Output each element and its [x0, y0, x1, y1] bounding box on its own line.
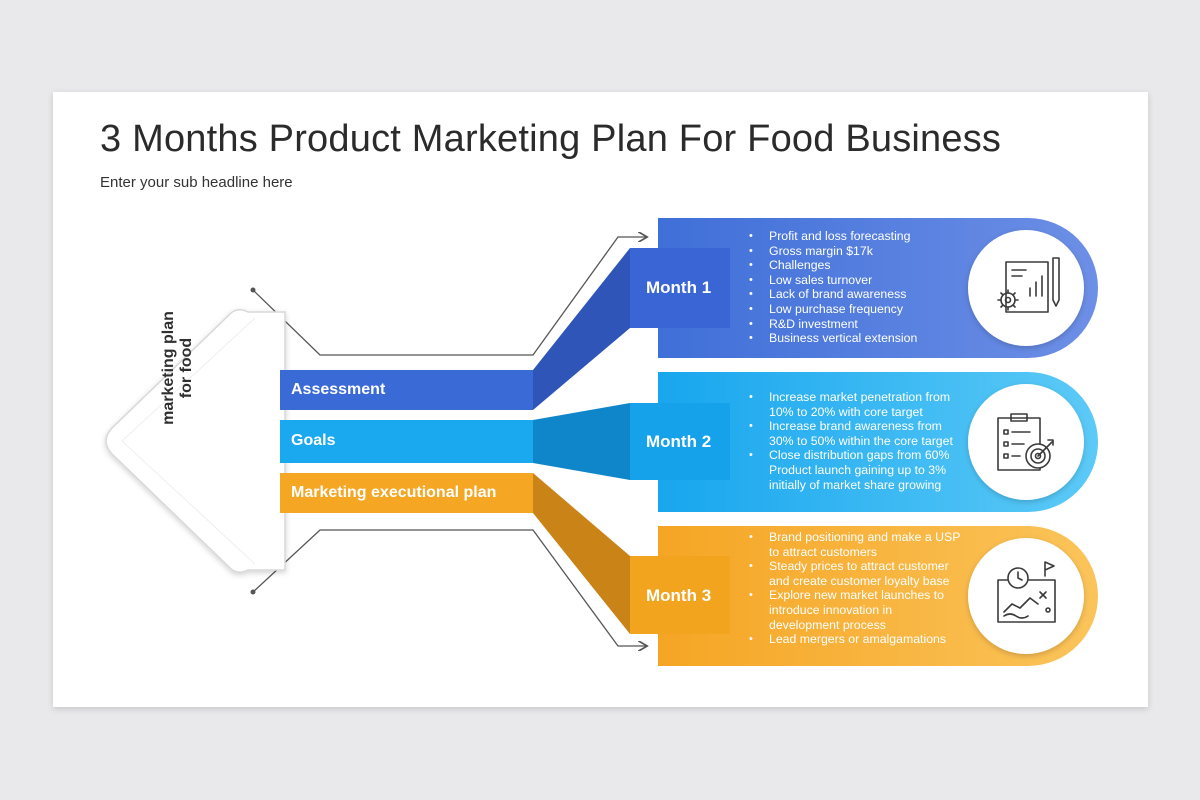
strategy-map-clock-icon — [997, 561, 1056, 623]
list-item: Brand positioning and make a USP to attr… — [749, 530, 961, 559]
list-item: Challenges — [749, 258, 969, 273]
list-item: Profit and loss forecasting — [749, 229, 969, 244]
month-3-icon-circle — [968, 538, 1084, 654]
month-1-label: Month 1 — [646, 278, 712, 297]
band-goals — [280, 420, 533, 463]
center-label-line-1: marketing plan — [160, 311, 177, 425]
financial-report-gear-icon — [997, 257, 1060, 313]
band-executional — [280, 473, 533, 513]
slide-title: 3 Months Product Marketing Plan For Food… — [100, 118, 1002, 160]
month-1-bullet-list: Profit and loss forecasting Gross margin… — [749, 229, 969, 346]
list-item: Steady prices to attract customer and cr… — [749, 559, 961, 588]
list-item: Lack of brand awareness — [749, 287, 969, 302]
connector-dot-bottom — [250, 589, 256, 595]
funnel-month-3 — [533, 473, 630, 634]
list-item: Low sales turnover — [749, 273, 969, 288]
center-diamond — [105, 309, 286, 573]
list-item: Increase brand awareness from 30% to 50%… — [749, 419, 965, 448]
funnel-month-1 — [533, 248, 630, 410]
month-3-tab — [630, 556, 730, 634]
list-item: Business vertical extension — [749, 331, 969, 346]
slide-subtitle: Enter your sub headline here — [100, 174, 293, 191]
month-2-label: Month 2 — [646, 432, 712, 451]
connector-dot-top — [250, 287, 256, 293]
band-label-assessment: Assessment — [291, 381, 386, 398]
list-item: R&D investment — [749, 317, 969, 332]
band-assessment — [280, 370, 533, 410]
list-item: Close distribution gaps from 60% Product… — [749, 448, 965, 492]
center-diamond-inner — [121, 317, 256, 565]
month-1-tab — [630, 248, 730, 328]
connector-lines — [252, 237, 646, 646]
list-item: Explore new market launches to introduce… — [749, 588, 961, 632]
list-item: Lead mergers or amalgamations — [749, 632, 961, 647]
list-item: Gross margin $17k — [749, 244, 969, 259]
list-item: Low purchase frequency — [749, 302, 969, 317]
month-2-tab — [630, 403, 730, 480]
month-2-bullet-list: Increase market penetration from 10% to … — [749, 390, 965, 492]
center-label-line-2: for food — [178, 337, 195, 399]
funnel-month-2 — [533, 403, 630, 480]
list-item: Increase market penetration from 10% to … — [749, 390, 965, 419]
month-2-icon-circle — [968, 384, 1084, 500]
band-label-goals: Goals — [291, 432, 336, 449]
month-1-icon-circle — [968, 230, 1084, 346]
band-label-executional: Marketing executional plan — [291, 484, 497, 501]
month-3-bullet-list: Brand positioning and make a USP to attr… — [749, 530, 961, 647]
checklist-target-icon — [997, 413, 1054, 471]
month-3-label: Month 3 — [646, 586, 712, 605]
center-label: marketing plan for food — [160, 308, 196, 428]
